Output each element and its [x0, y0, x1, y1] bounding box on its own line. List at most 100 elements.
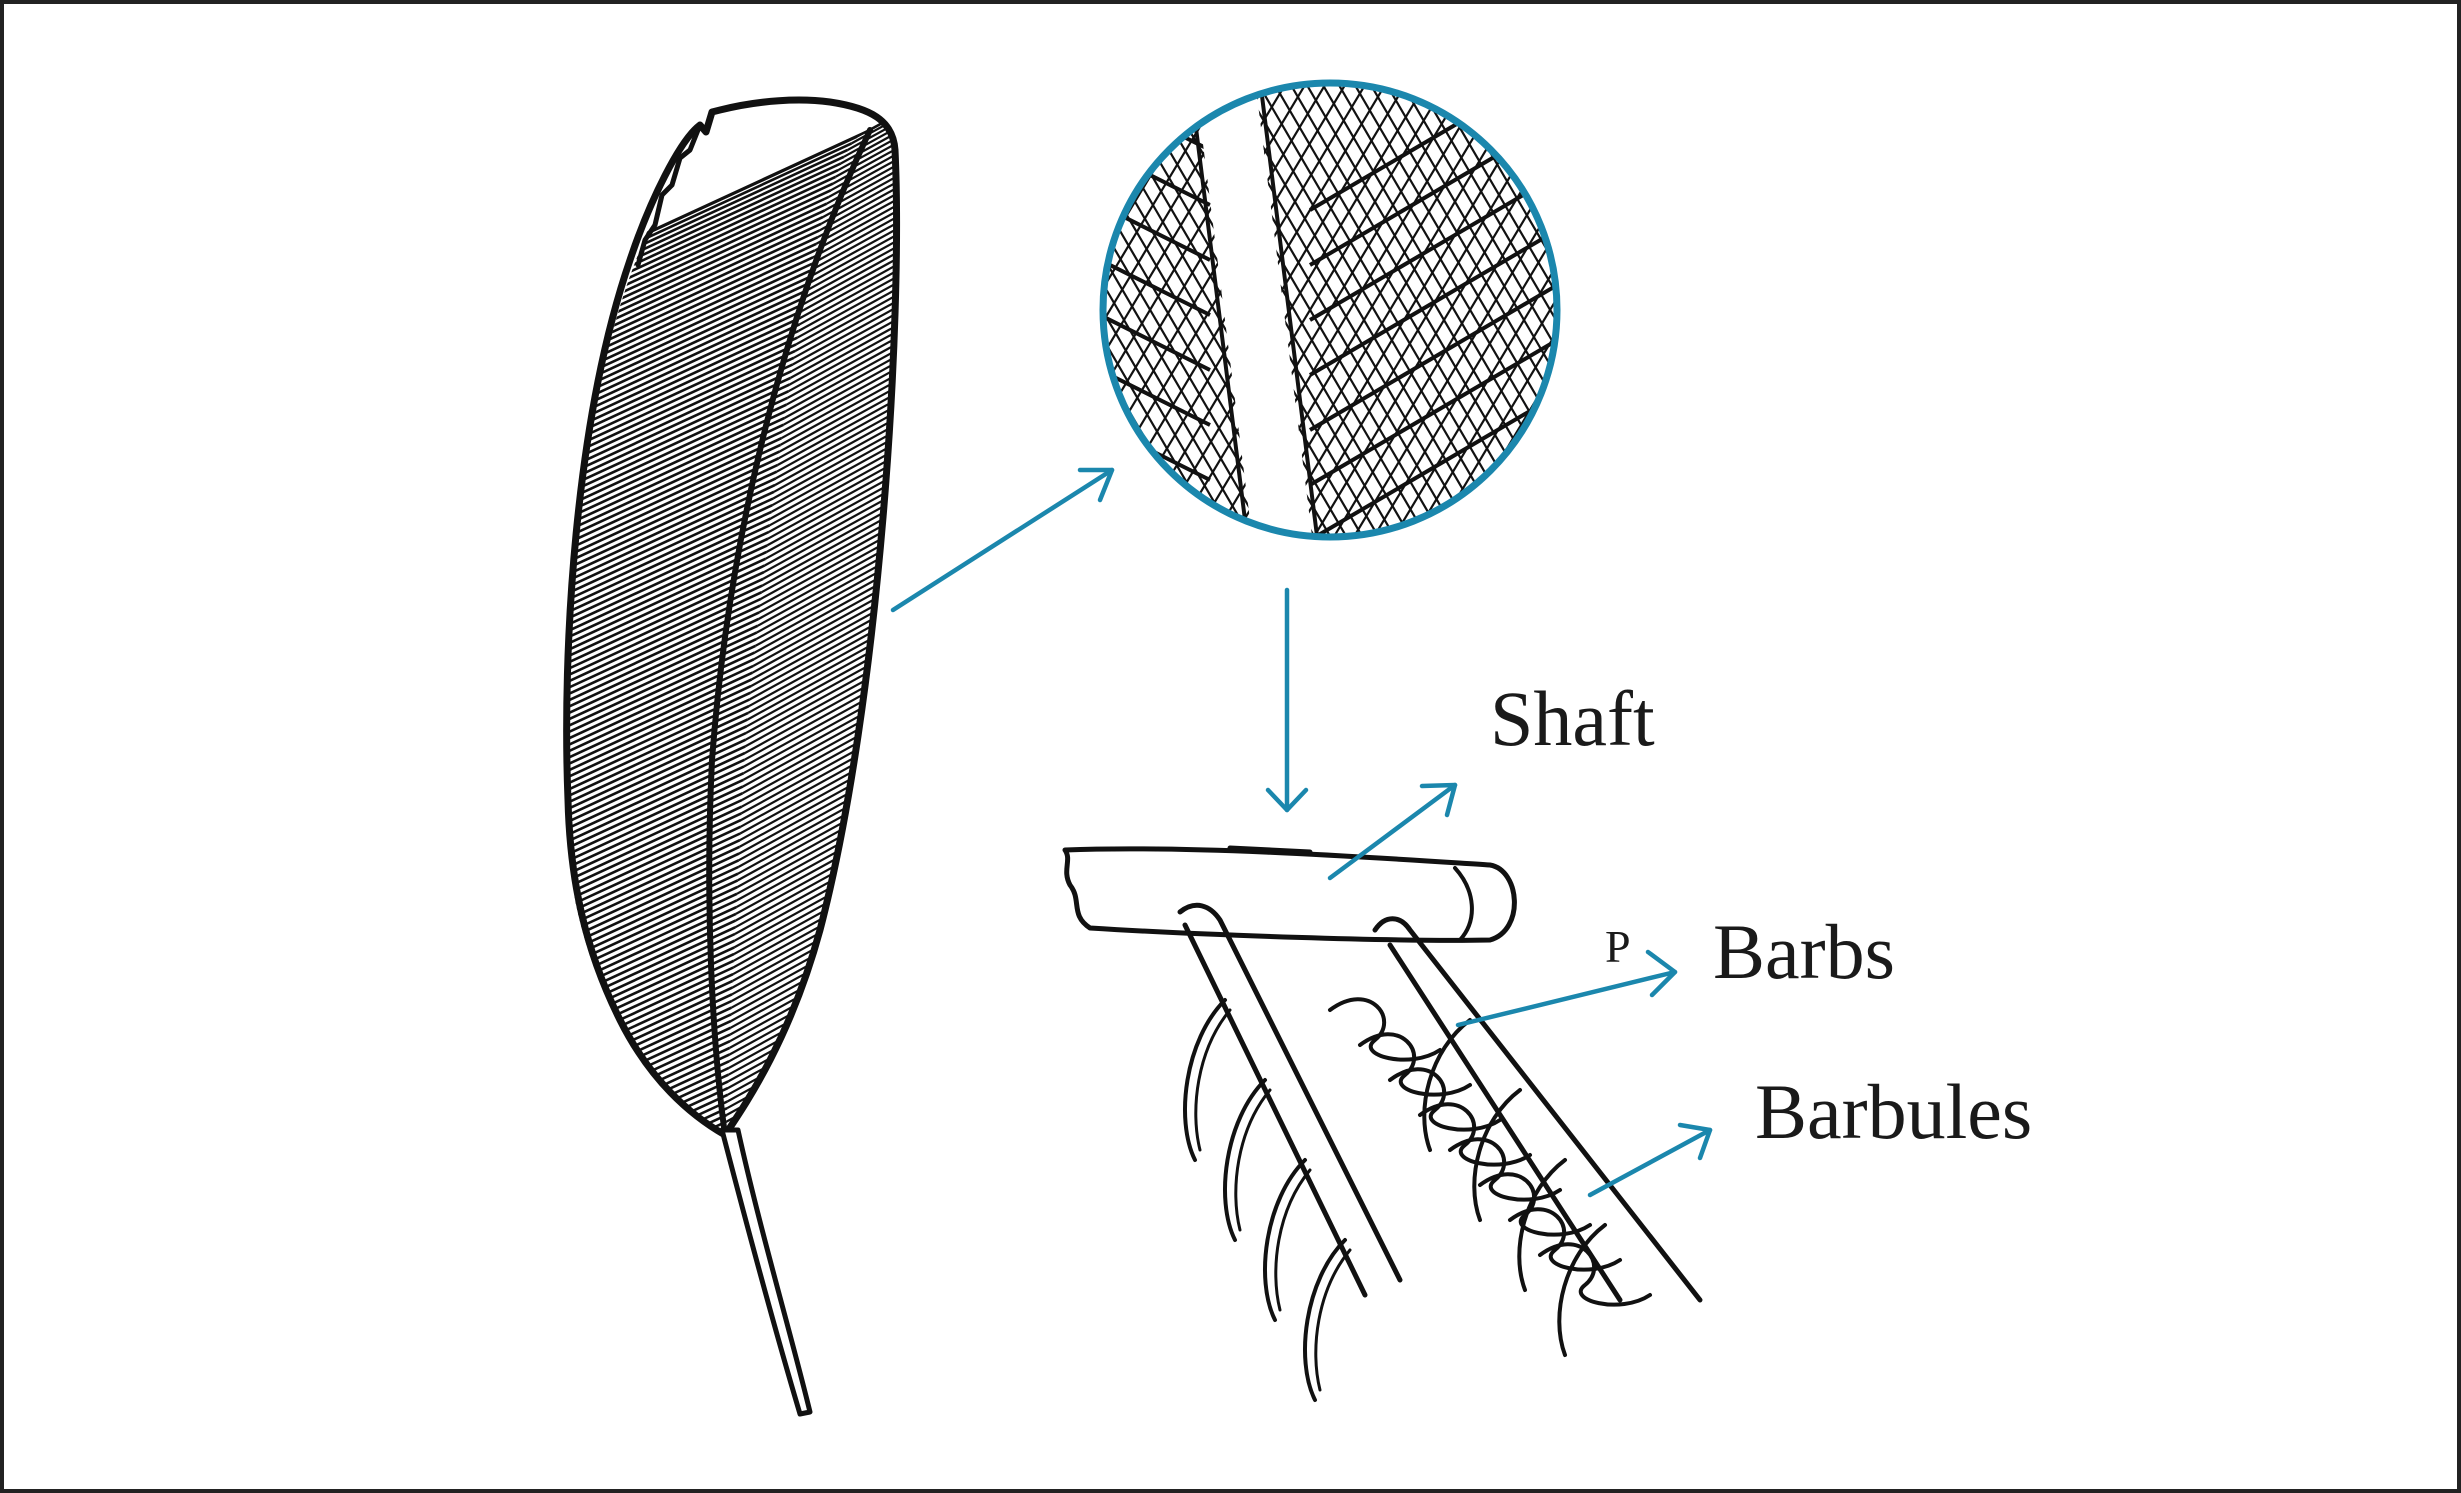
- feather-barb-line: [566, 725, 748, 848]
- feather-barb-line: [814, 139, 898, 252]
- feather-barb-line: [764, 454, 898, 567]
- feather-barb-line: [757, 514, 898, 627]
- feather-barb-line: [566, 899, 738, 1022]
- feather-barb-line: [566, 611, 760, 734]
- feather-barb-line: [758, 501, 898, 614]
- feather-barb-line: [802, 193, 898, 306]
- feather-barb-line: [741, 682, 898, 795]
- feather-barb-line: [566, 604, 761, 727]
- feather-barb-line: [566, 691, 751, 814]
- detail-barb-right: [1372, 916, 1703, 1303]
- feather-barb-line: [566, 624, 759, 747]
- barbule-hook: [1557, 1223, 1607, 1357]
- barbule-hook: [1234, 1088, 1272, 1232]
- feather-barb-line: [757, 508, 898, 621]
- feather-barb-line: [834, 100, 898, 178]
- feather-barb-line: [744, 642, 898, 755]
- barbule-curl: [1538, 1242, 1652, 1307]
- feather-barb-line: [566, 805, 743, 928]
- feather-barb-line: [566, 557, 767, 680]
- feather-barb-line: [566, 443, 781, 567]
- label-shaft: Shaft: [1490, 675, 1655, 762]
- label-small-p: P: [1605, 921, 1631, 972]
- feather-ragged-edge: [635, 122, 703, 268]
- feather-barb-line: [756, 521, 898, 634]
- magnified-hatch-line: [1359, 83, 1557, 537]
- feather-barb-line: [566, 839, 741, 962]
- magnified-shaft-edge: [1253, 83, 1327, 537]
- feather-barb-line: [566, 845, 740, 969]
- feather-barb-line: [748, 595, 898, 708]
- feather-barb-line: [743, 655, 898, 768]
- feather-barb-line: [741, 689, 898, 801]
- feather-barb-line: [754, 541, 898, 654]
- feather-barb-line: [818, 119, 898, 232]
- feather-barb-line: [739, 722, 898, 835]
- feather-barb-line: [566, 758, 745, 881]
- feather-barb-line: [778, 340, 898, 453]
- feather-barb-line: [750, 575, 898, 688]
- feather-barb-line: [566, 738, 747, 861]
- feather-barb-line: [566, 892, 738, 1015]
- feather-barb-line: [566, 678, 753, 801]
- feather-barb-line: [776, 360, 898, 473]
- feather-barb-line: [566, 463, 779, 587]
- feather-barb-line: [738, 749, 898, 862]
- feather-rachis: [706, 127, 873, 1138]
- feather-barb-line: [743, 662, 898, 775]
- feather-barb-line: [566, 785, 744, 908]
- feather-barb-line: [767, 427, 898, 540]
- feather-barb-line: [566, 504, 773, 627]
- feather-barb-line: [737, 769, 898, 882]
- magnified-barb-line: [1308, 258, 1557, 432]
- magnified-hatch-line: [1339, 83, 1557, 537]
- feather-barb-line: [820, 112, 898, 225]
- feather-barb-line: [566, 684, 752, 808]
- feather-barb-line: [566, 906, 737, 1029]
- magnified-hatch-line: [1379, 83, 1557, 537]
- detail-barb-left: [1177, 902, 1403, 1283]
- feather-barb-line: [843, 100, 898, 158]
- feather-barb-line: [782, 313, 898, 426]
- feather-barb-line: [804, 186, 898, 299]
- feather-barb-line: [566, 490, 775, 613]
- feather-barb-line: [566, 778, 744, 902]
- feather-barb-line: [753, 548, 898, 661]
- magnified-hatch-line: [1447, 83, 1557, 537]
- feather-barb-line: [736, 776, 898, 889]
- barbule-curl: [1388, 1067, 1502, 1132]
- feather-barb-line: [740, 709, 898, 822]
- feather-barb-line: [837, 100, 898, 172]
- magnified-hatch-line: [1103, 83, 1321, 537]
- feather-barb-line: [566, 705, 750, 828]
- feather-barb-line: [566, 644, 756, 768]
- arrow-shaft: [1327, 782, 1458, 881]
- magnified-barb-line: [1103, 308, 1211, 372]
- feather-barb-line: [790, 266, 898, 379]
- feather-barb-line: [830, 100, 898, 192]
- magnified-shaft-edge: [1183, 83, 1257, 537]
- label-barbules: Barbules: [1755, 1068, 2032, 1155]
- magnified-hatch-line: [1103, 83, 1241, 537]
- feather-barb-line: [566, 524, 771, 647]
- feather-barb-line: [742, 668, 898, 781]
- feather-barb-line: [769, 414, 898, 527]
- barbule-hook: [1472, 1088, 1522, 1222]
- feather-barb-line: [566, 537, 769, 660]
- magnifier-ring: [1099, 79, 1561, 541]
- barbule-hook: [1223, 1078, 1267, 1242]
- feather-barb-line: [770, 400, 898, 513]
- feather-barb-line: [566, 631, 758, 754]
- feather-barb-line: [566, 457, 780, 580]
- feather-barb-line: [826, 100, 898, 205]
- feather-barb-line: [765, 441, 898, 554]
- magnified-shaft-band: [1190, 83, 1320, 537]
- feather-barb-line: [743, 648, 898, 761]
- barbule-hook: [1422, 1018, 1472, 1152]
- feather-barb-line: [746, 615, 898, 728]
- feather-barb-line: [806, 173, 898, 286]
- feather-barb-line: [566, 718, 748, 841]
- feather-barb-line: [761, 474, 898, 587]
- feather-barb-line: [566, 571, 765, 694]
